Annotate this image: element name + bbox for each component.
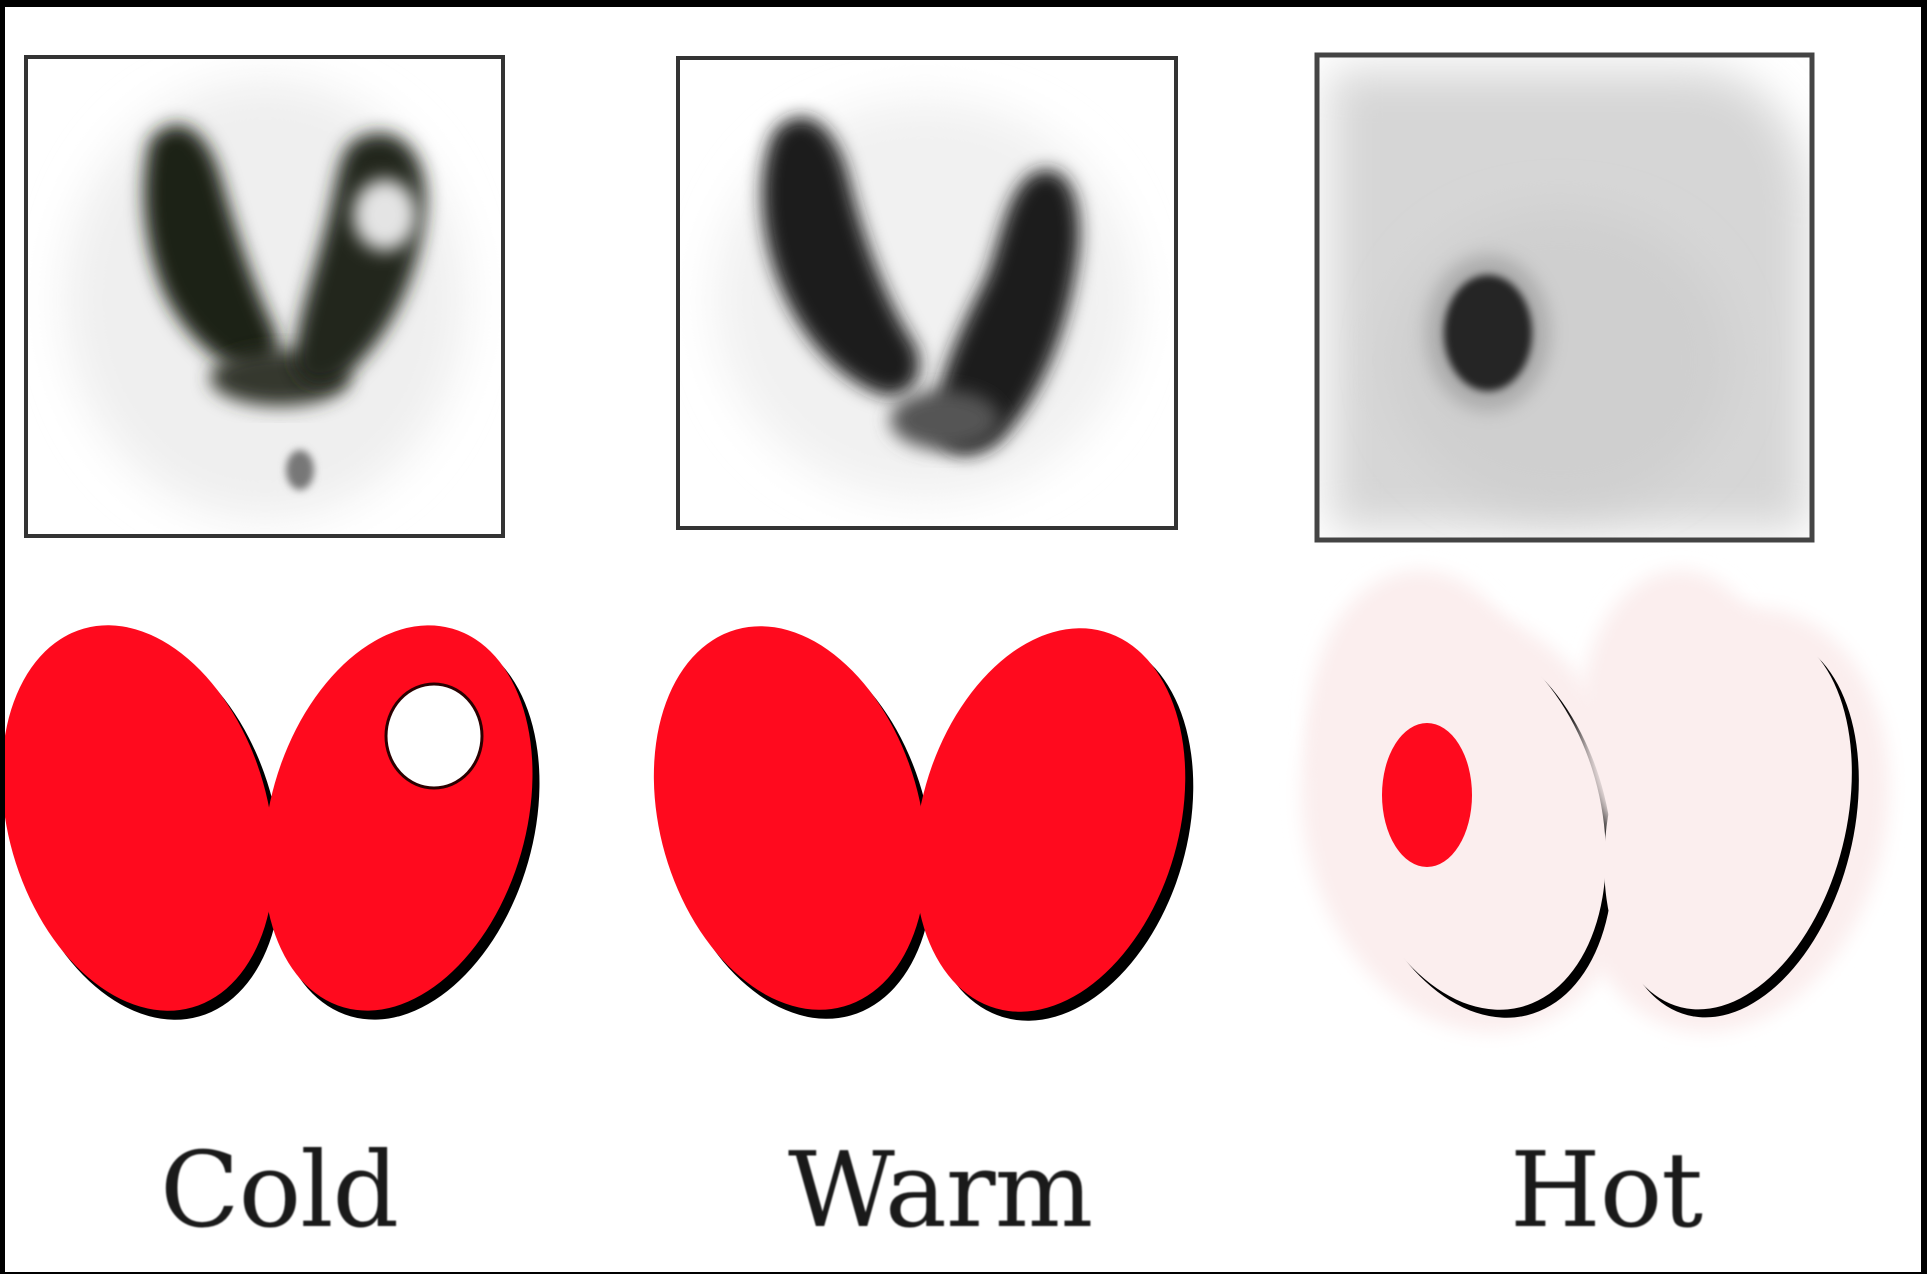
lobe-diagram-hot	[1258, 570, 1927, 1069]
lobe-diagram-cold	[0, 593, 582, 1052]
scan-image-cold	[26, 57, 503, 536]
hot-nodule	[1382, 723, 1472, 867]
cold-nodule	[386, 684, 482, 788]
label-hot: Hot	[1510, 1138, 1702, 1242]
label-warm: Warm	[788, 1138, 1092, 1242]
right-lobe	[221, 593, 576, 1042]
scan-image-hot	[1317, 55, 1812, 540]
left-border	[0, 0, 5, 1274]
scan-image-warm	[678, 58, 1176, 528]
label-cold: Cold	[160, 1138, 398, 1242]
top-border	[0, 0, 1927, 7]
right-lobe	[872, 596, 1228, 1044]
right-border	[1921, 0, 1927, 1274]
left-lobe	[611, 594, 969, 1042]
lobe-diagram-warm	[611, 594, 1236, 1053]
